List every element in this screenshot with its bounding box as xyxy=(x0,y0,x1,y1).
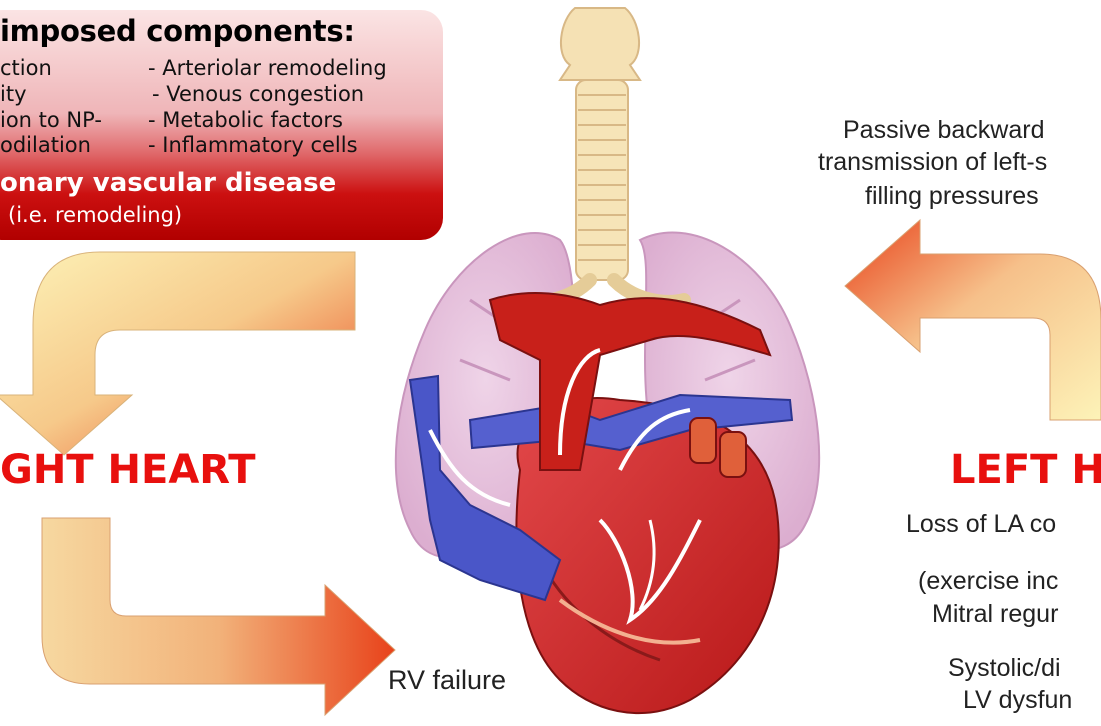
box-right-item: - Inflammatory cells xyxy=(148,133,358,157)
passive-line-3: filling pressures xyxy=(865,182,1039,211)
left-heart-item: Mitral regur xyxy=(932,600,1058,629)
rv-failure-label: RV failure xyxy=(388,665,506,696)
box-right-item: - Venous congestion xyxy=(152,82,364,106)
box-right-item: - Metabolic factors xyxy=(148,108,343,132)
box-left-item: ity xyxy=(0,82,27,106)
box-left-item: ion to NP- xyxy=(0,108,102,132)
box-left-item: odilation xyxy=(0,133,91,157)
vascular-disease-label: onary vascular disease xyxy=(0,168,336,198)
remodeling-note: (i.e. remodeling) xyxy=(8,203,182,227)
box-left-item: ction xyxy=(0,56,52,80)
left-heart-item: Systolic/di xyxy=(948,654,1061,683)
passive-line-1: Passive backward xyxy=(843,116,1044,145)
box-right-item: - Arteriolar remodeling xyxy=(148,56,387,80)
left-heart-item: Loss of LA co xyxy=(906,510,1056,539)
superimposed-title: imposed components: xyxy=(0,14,355,48)
left-heart-item: LV dysfun xyxy=(963,686,1072,715)
arrow-to-right-heart xyxy=(0,252,355,455)
passive-line-2: transmission of left-s xyxy=(818,148,1047,177)
right-heart-label: GHT HEART xyxy=(0,447,256,493)
left-heart-item: (exercise inc xyxy=(918,567,1058,596)
left-heart-label: LEFT HE xyxy=(950,447,1101,493)
arrow-to-rv-failure xyxy=(42,518,395,715)
arrow-from-left-heart xyxy=(845,220,1101,420)
